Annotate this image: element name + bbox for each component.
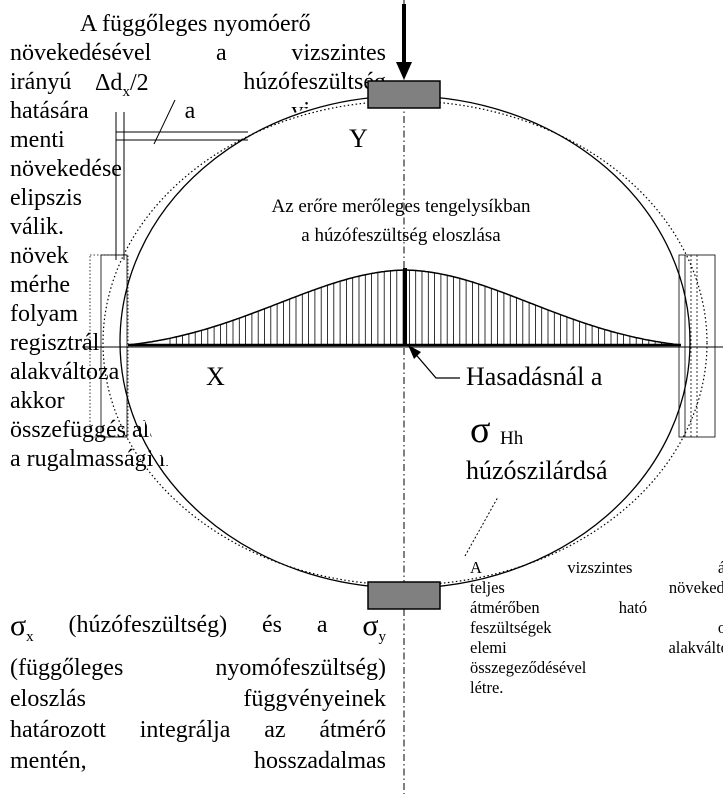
paragraph-top-line: növek [10, 243, 69, 269]
paragraph-bottom-word: eloszlás [10, 685, 86, 712]
paragraph-bottom-line: σx (húzófeszültség) és a σy [10, 610, 386, 653]
note-line: feszültségek okoz [470, 618, 723, 638]
paragraph-bottom-word: (húzófeszültség) [68, 612, 228, 638]
paragraph-top-word: a [184, 98, 196, 124]
failure-leader-arrowhead [408, 345, 421, 359]
paragraph-bottom-word: hosszadalmas [254, 747, 386, 774]
note-line: teljes növekedése, [470, 578, 723, 598]
delta-dimension-lines [115, 99, 248, 260]
paragraph-bottom-word: (függőleges [10, 654, 124, 681]
note-line: átmérőbenhatóhúz [470, 598, 723, 618]
caption-line-2: a húzófeszültség eloszlása [301, 225, 501, 246]
paragraph-top-line: A függőleges nyomóerő [80, 11, 311, 37]
top-loading-strip [367, 80, 441, 109]
note-word: A [470, 558, 482, 577]
delta-d-label: Δdx/2 [93, 70, 151, 101]
sigma-subscript: Hh [500, 428, 524, 449]
note-word: átmérőben [470, 598, 540, 617]
paragraph-bottom-word: a [316, 612, 328, 638]
distribution-caption: Az erőre merőleges tengelysíkban a húzóf… [216, 192, 586, 250]
right-gauge [678, 254, 716, 438]
note-word: teljes [470, 578, 505, 597]
paragraph-bottom-line: eloszlás függvényeinek [10, 684, 386, 715]
paragraph-top-word: hatására [10, 98, 89, 124]
note-line: létre. [470, 678, 723, 698]
paragraph-bottom-line: mentén, hosszadalmas [10, 746, 386, 777]
note-word: alakváltozás [668, 638, 723, 657]
paragraph-bottom-word: nyomófeszültség) [215, 654, 386, 681]
note-word: átmé [717, 558, 723, 577]
load-arrow-head [396, 62, 412, 80]
paragraph-bottom-word: átmérő [319, 716, 386, 743]
paragraph-bottom-word: σy [362, 610, 386, 645]
left-gauge [89, 254, 129, 438]
note-word: feszültségek [470, 618, 552, 637]
note-word: okoz [717, 618, 723, 637]
paragraph-bottom-word: és [261, 612, 282, 638]
paragraph-top-word: vizszintes [291, 40, 386, 66]
note-word: összegeződésével [470, 658, 587, 677]
bottom-loading-strip [367, 581, 441, 610]
strength-label: húzószilárdsá [466, 456, 608, 485]
paragraph-bottom-line: (függőleges nyomófeszültség) [10, 653, 386, 684]
paragraph-top-line: irányú húzófeszültség [10, 68, 386, 97]
paragraph-top-word: a [215, 40, 227, 66]
sigma-symbol: σ [470, 409, 491, 451]
note-line: összegeződésévelj [470, 658, 723, 678]
note-line: elemi alakváltozás [470, 638, 723, 658]
note-word: létre. [470, 678, 504, 697]
stress-hatching [169, 270, 669, 345]
note-word: vizszintes [567, 558, 633, 577]
paragraph-bottom-word: σx [10, 610, 34, 645]
paragraph-bottom-line: határozott integrálja az átmérő [10, 715, 386, 746]
paragraph-top-line: mérhe [10, 272, 70, 298]
paragraph-bottom-word: mentén, [10, 747, 87, 774]
paragraph-top-line: növekedésével a vizszintes [10, 39, 386, 68]
y-axis-label: Y [349, 124, 368, 153]
paragraph-bottom-word: integrálja [139, 716, 231, 743]
note-word: növekedése, [668, 578, 723, 597]
paragraph-top-word: irányú [10, 69, 72, 95]
note-leader [464, 496, 499, 557]
paragraph-top-word: húzófeszültség [243, 69, 386, 95]
failure-leader [411, 349, 460, 379]
x-axis-label: X [206, 362, 225, 391]
note-word: elemi [470, 638, 507, 657]
caption-line-1: Az erőre merőleges tengelysíkban [271, 196, 531, 217]
paragraph-bottom: σx (húzófeszültség) és a σy (függőleges nyomóf… [10, 610, 386, 777]
paragraph-top-word: akkor [10, 388, 65, 414]
note-word: ható [618, 598, 648, 617]
paragraph-bottom-word: határozott [10, 716, 106, 743]
paragraph-top-line: regisztrál [10, 330, 100, 356]
paragraph-top-line: menti [10, 127, 65, 153]
failure-label: Hasadásnál a [466, 362, 603, 391]
paragraph-top-line: folyam [10, 301, 78, 327]
paragraph-top-line: növekedése [10, 156, 122, 182]
paragraph-bottom-word: függvényeinek [243, 685, 386, 712]
paragraph-top-word: növekedésével [10, 40, 152, 66]
paragraph-top-line: elipszis [10, 185, 82, 211]
paragraph-bottom-word: az [264, 716, 286, 743]
paragraph-top-line: válik. [10, 214, 64, 240]
